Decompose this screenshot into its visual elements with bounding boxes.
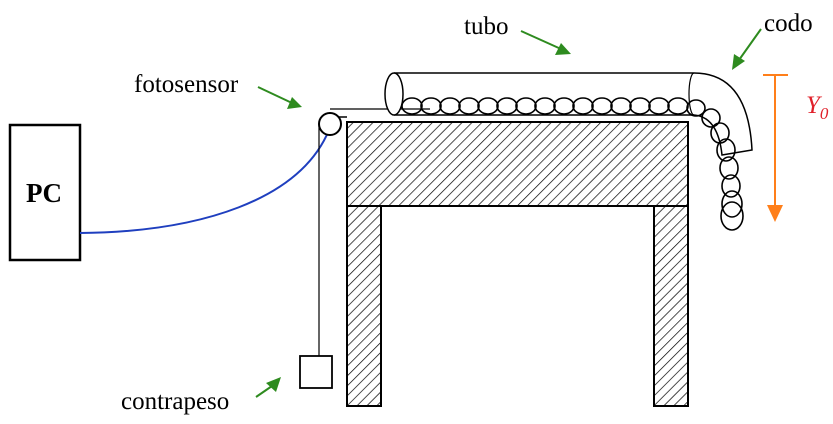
green-arrow-icon bbox=[287, 97, 302, 109]
green-arrow-icon bbox=[255, 385, 273, 398]
table-leg-right bbox=[653, 205, 689, 407]
fotosensor-arrow bbox=[257, 86, 302, 109]
contrapeso-arrow bbox=[255, 377, 281, 398]
green-arrow-icon bbox=[266, 377, 281, 392]
green-arrow-icon bbox=[555, 43, 571, 55]
pulley bbox=[318, 112, 342, 136]
table-leg-left bbox=[346, 205, 382, 407]
tubo-arrow bbox=[520, 30, 571, 55]
tube bbox=[394, 72, 694, 116]
codo-label: codo bbox=[764, 10, 813, 37]
pc-box bbox=[8, 123, 82, 262]
elbow bbox=[693, 72, 753, 156]
green-arrow-icon bbox=[738, 28, 762, 61]
fotosensor-label: fotosensor bbox=[134, 71, 239, 98]
pc-label: PC bbox=[26, 178, 62, 208]
green-arrow-icon bbox=[520, 30, 562, 50]
y0-subscript: 0 bbox=[819, 104, 829, 123]
green-arrow-icon bbox=[732, 54, 745, 70]
contrapeso-label: contrapeso bbox=[121, 388, 230, 415]
table-top bbox=[346, 121, 689, 207]
y0-symbol: Y bbox=[806, 92, 820, 119]
orange-down-arrow-icon bbox=[767, 205, 783, 222]
y0-label: Y0 bbox=[806, 93, 828, 122]
codo-arrow bbox=[732, 28, 762, 70]
tubo-label: tubo bbox=[464, 13, 509, 40]
chain-links bbox=[401, 97, 744, 231]
counterweight bbox=[299, 355, 333, 389]
tube-opening bbox=[384, 72, 404, 116]
green-arrow-icon bbox=[257, 86, 293, 104]
pc-cable bbox=[79, 129, 330, 234]
